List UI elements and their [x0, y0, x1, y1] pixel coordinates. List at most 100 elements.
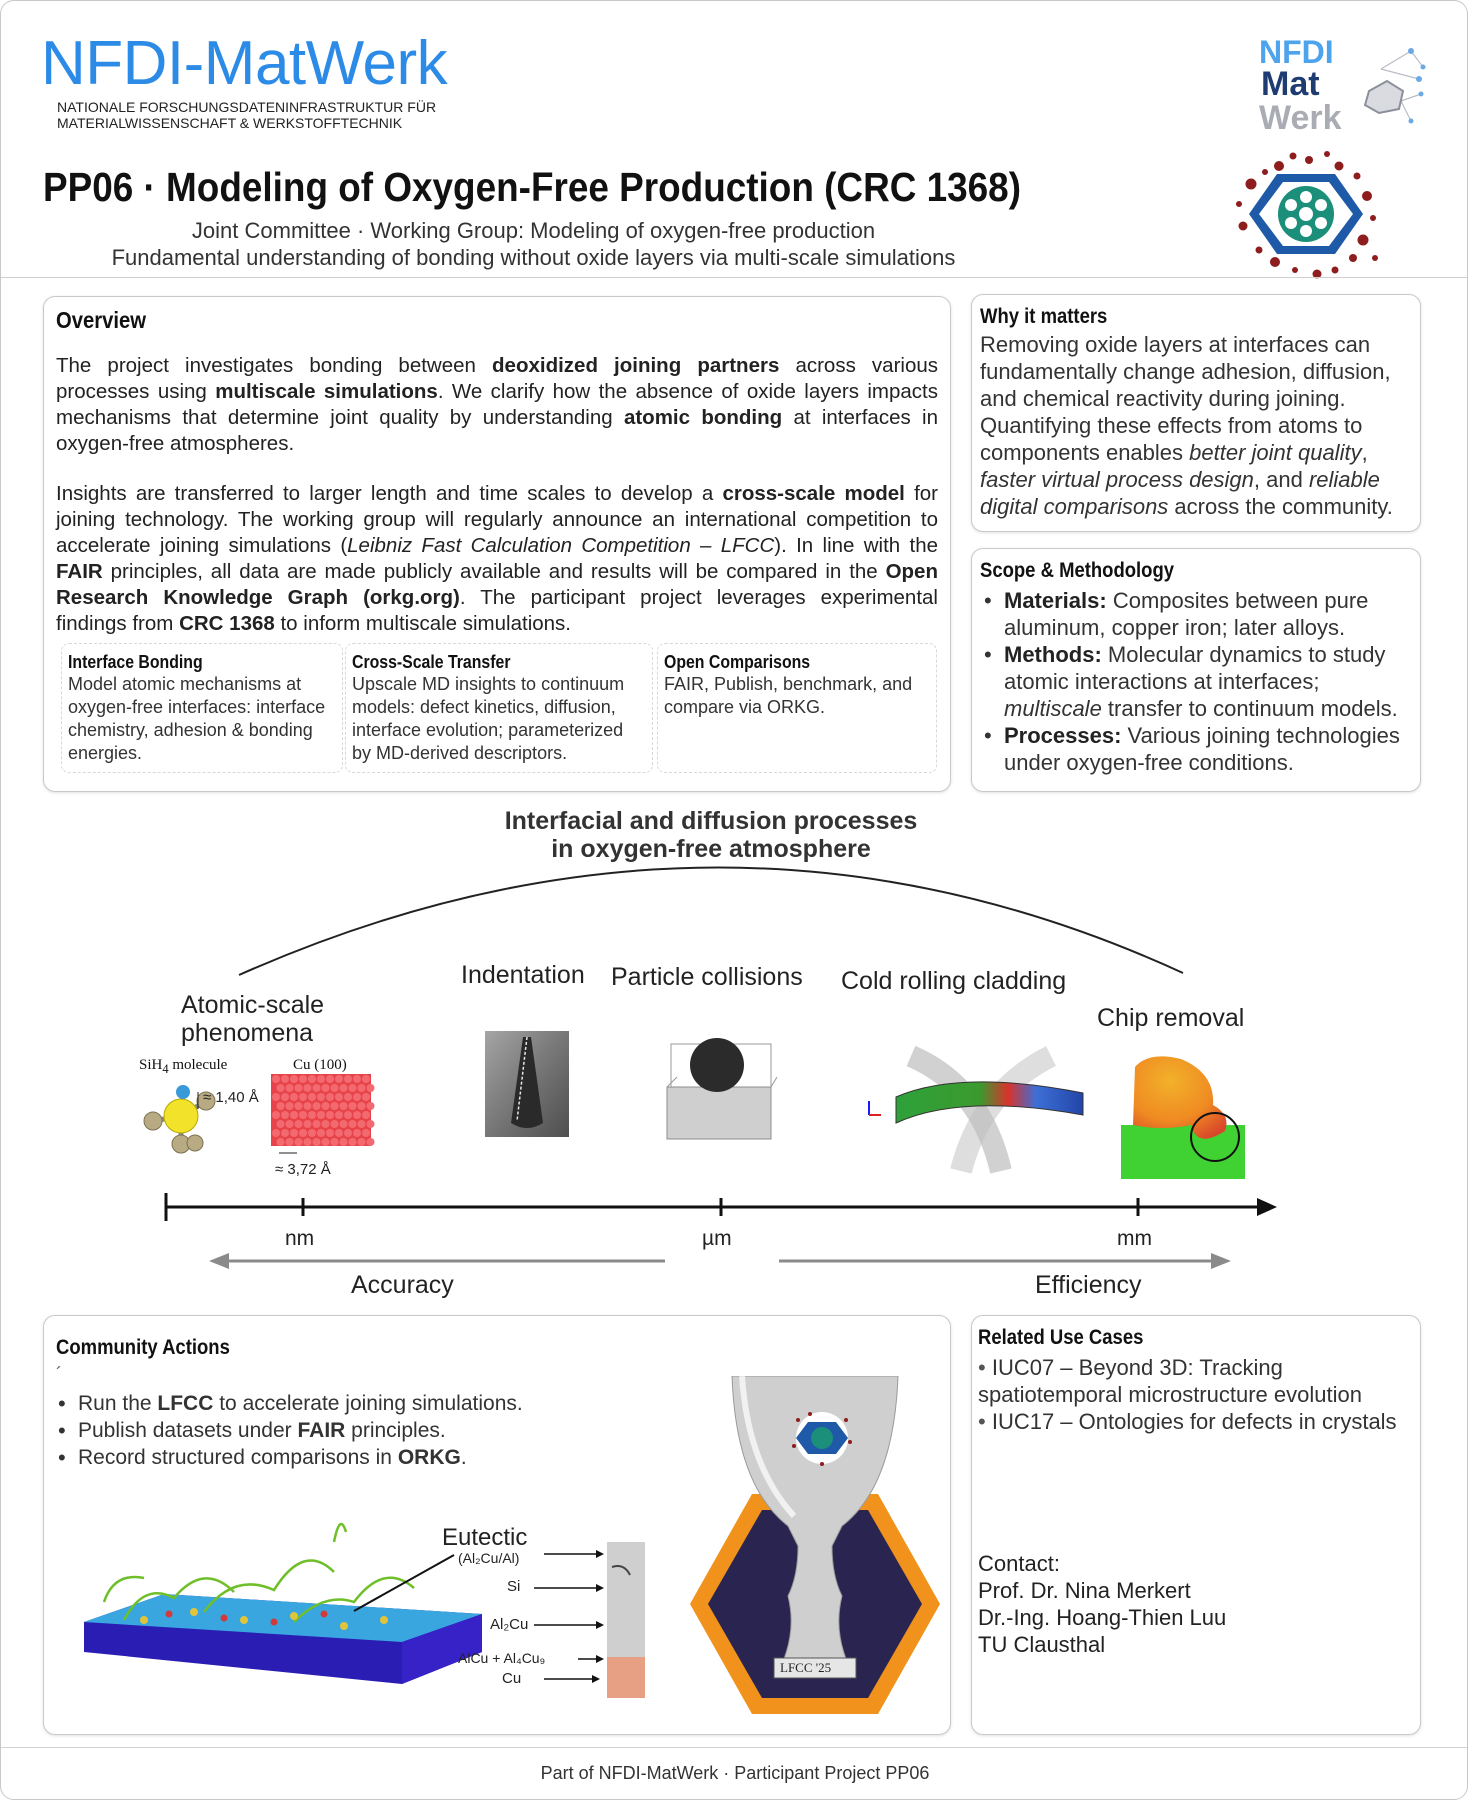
text-run: across the community.: [1168, 494, 1393, 519]
trophy-crc-emblem: [792, 1412, 852, 1466]
box-interface-bonding: Interface Bonding Model atomic mechanism…: [61, 643, 343, 773]
bullet-icon: •: [978, 1355, 992, 1380]
cu-atom: [312, 1120, 321, 1128]
cu-atom: [357, 1120, 366, 1128]
cu-atom: [353, 1093, 361, 1101]
community-list: Run the LFCC to accelerate joining simul…: [54, 1390, 654, 1471]
box-open-comparisons: Open Comparisons FAIR, Publish, benchmar…: [657, 643, 937, 773]
text-run: principles.: [345, 1419, 446, 1442]
nfdi-matwerk-logo: NFDI Mat Werk: [1259, 39, 1426, 131]
logo-text-mat: Mat: [1261, 65, 1320, 103]
grain-boundaries: [102, 1522, 415, 1623]
cu-atom: [294, 1138, 303, 1146]
text-run: ,: [1361, 440, 1368, 465]
item-text: Composites between pure aluminum, copper…: [1004, 588, 1369, 640]
cu-atom: [348, 1120, 357, 1128]
text-run: principles, all data are made publicly a…: [102, 560, 886, 583]
cu-atom: [344, 1129, 352, 1137]
cu-atom: [357, 1084, 366, 1092]
related-item-iuc17[interactable]: • IUC17 – Ontologies for defects in crys…: [978, 1408, 1408, 1435]
text-run: for joining technology. The working grou…: [56, 482, 938, 557]
cu-atom: [281, 1129, 289, 1137]
cu-atom: [321, 1120, 330, 1128]
cu-lattice-image: [271, 1074, 375, 1154]
cu-atom: [335, 1093, 343, 1101]
related-item-text: IUC07 – Beyond 3D: Tracking spatiotempor…: [978, 1355, 1362, 1407]
emphasis: faster virtual process design: [980, 467, 1254, 492]
related-use-cases-card: Related Use Cases • IUC07 – Beyond 3D: T…: [971, 1315, 1421, 1735]
cu-atom: [326, 1075, 334, 1083]
scale-axis-arrowhead: [1257, 1198, 1277, 1216]
brand-subtitle-line2: MATERIALWISSENSCHAFT & WERKSTOFFTECHNIK: [57, 115, 403, 131]
trophy-label: LFCC '25: [780, 1660, 832, 1675]
text-run: .: [460, 1446, 467, 1469]
diagram-title-line1: Interfacial and diffusion processes: [504, 807, 918, 835]
emphasis: reliable digital comparisons: [980, 467, 1380, 519]
cu-atom: [321, 1102, 330, 1110]
cu-atom: [344, 1093, 352, 1101]
eutectic-simulation-image: [84, 1522, 482, 1684]
list-item: Run the LFCC to accelerate joining simul…: [54, 1390, 654, 1417]
contact-name: Dr.-Ing. Hoang-Thien Luu: [978, 1605, 1227, 1630]
cu-atom: [317, 1129, 325, 1137]
list-item: Processes: Various joining technologies …: [980, 722, 1420, 776]
cu-atom: [339, 1138, 348, 1146]
brand-subtitle-line1: NATIONALE FORSCHUNGSDATENINFRASTRUKTUR F…: [57, 99, 437, 115]
text-run: Record structured comparisons in: [78, 1446, 398, 1469]
cu-atom: [290, 1129, 298, 1137]
overview-heading: Overview: [56, 307, 147, 333]
cu-atom: [344, 1075, 352, 1083]
sih4-tail: molecule: [168, 1057, 228, 1073]
related-item-iuc07[interactable]: • IUC07 – Beyond 3D: Tracking spatiotemp…: [978, 1354, 1408, 1408]
surface-atoms-red: [165, 1610, 328, 1626]
diagram-title-line2: in oxygen-free atmosphere: [551, 835, 871, 863]
cu-atom: [285, 1102, 294, 1110]
cu-atom: [290, 1093, 298, 1101]
box-text: FAIR, Publish, benchmark, and compare vi…: [664, 674, 913, 717]
cu-atom: [312, 1084, 321, 1092]
cu-atom: [353, 1111, 361, 1119]
box-text: Upscale MD insights to continuum models:…: [352, 674, 625, 763]
emphasis-multiscale: multiscale simulations: [215, 380, 438, 403]
label-efficiency: Efficiency: [1035, 1271, 1142, 1299]
related-list: • IUC07 – Beyond 3D: Tracking spatiotemp…: [978, 1354, 1408, 1435]
label-cold-rolling: Cold rolling cladding: [841, 967, 1067, 995]
emphasis-crc: CRC 1368: [179, 612, 275, 635]
cu-atom: [272, 1093, 280, 1101]
emphasis: LFCC: [157, 1392, 214, 1415]
header-divider: [1, 277, 1467, 278]
cu-atom: [299, 1129, 307, 1137]
cu-atom: [303, 1102, 312, 1110]
list-item: Methods: Molecular dynamics to study ato…: [980, 641, 1420, 722]
contact-name: Prof. Dr. Nina Merkert: [978, 1578, 1191, 1603]
emphasis-atomic-bonding: atomic bonding: [623, 406, 783, 429]
particle-collision-image: [666, 1038, 778, 1140]
contact-affiliation: TU Clausthal: [978, 1632, 1106, 1657]
cu-atom: [335, 1111, 343, 1119]
cu-atom: [357, 1102, 366, 1110]
box-text: Model atomic mechanisms at oxygen-free i…: [68, 674, 326, 763]
cold-rolling-image: [868, 1045, 1084, 1174]
page-title: PP06 · Modeling of Oxygen-Free Productio…: [43, 164, 1022, 210]
item-text: transfer to continuum models.: [1101, 696, 1398, 721]
crc-center-atoms: [1285, 191, 1327, 237]
cu-atom: [317, 1093, 325, 1101]
emphasis: ORKG: [397, 1446, 461, 1469]
label-eutectic: Eutectic: [442, 1524, 528, 1551]
cu-atom: [276, 1120, 285, 1128]
cu-atom: [326, 1111, 334, 1119]
slab-top: [84, 1594, 482, 1642]
text-run: . We clarify how the absence of oxide la…: [56, 380, 938, 429]
label-si: Si: [507, 1578, 521, 1595]
related-item-text: IUC17 – Ontologies for defects in crysta…: [991, 1409, 1397, 1434]
text-run: The project investigates bonding between: [56, 354, 493, 377]
label-alcu: AlCu + Al₄Cu₉: [458, 1650, 546, 1666]
contact-block: Contact: Prof. Dr. Nina Merkert Dr.-Ing.…: [978, 1550, 1226, 1658]
efficiency-arrowhead: [1211, 1253, 1231, 1269]
brand-title: NFDI-MatWerk: [41, 29, 448, 98]
label-particle-collisions: Particle collisions: [611, 963, 803, 991]
cu-atom: [281, 1111, 289, 1119]
scale-diagram: [143, 866, 1277, 1269]
network-nodes: [1408, 48, 1426, 124]
orkg-link[interactable]: Open Research Knowledge Graph (orkg.org): [56, 560, 938, 609]
